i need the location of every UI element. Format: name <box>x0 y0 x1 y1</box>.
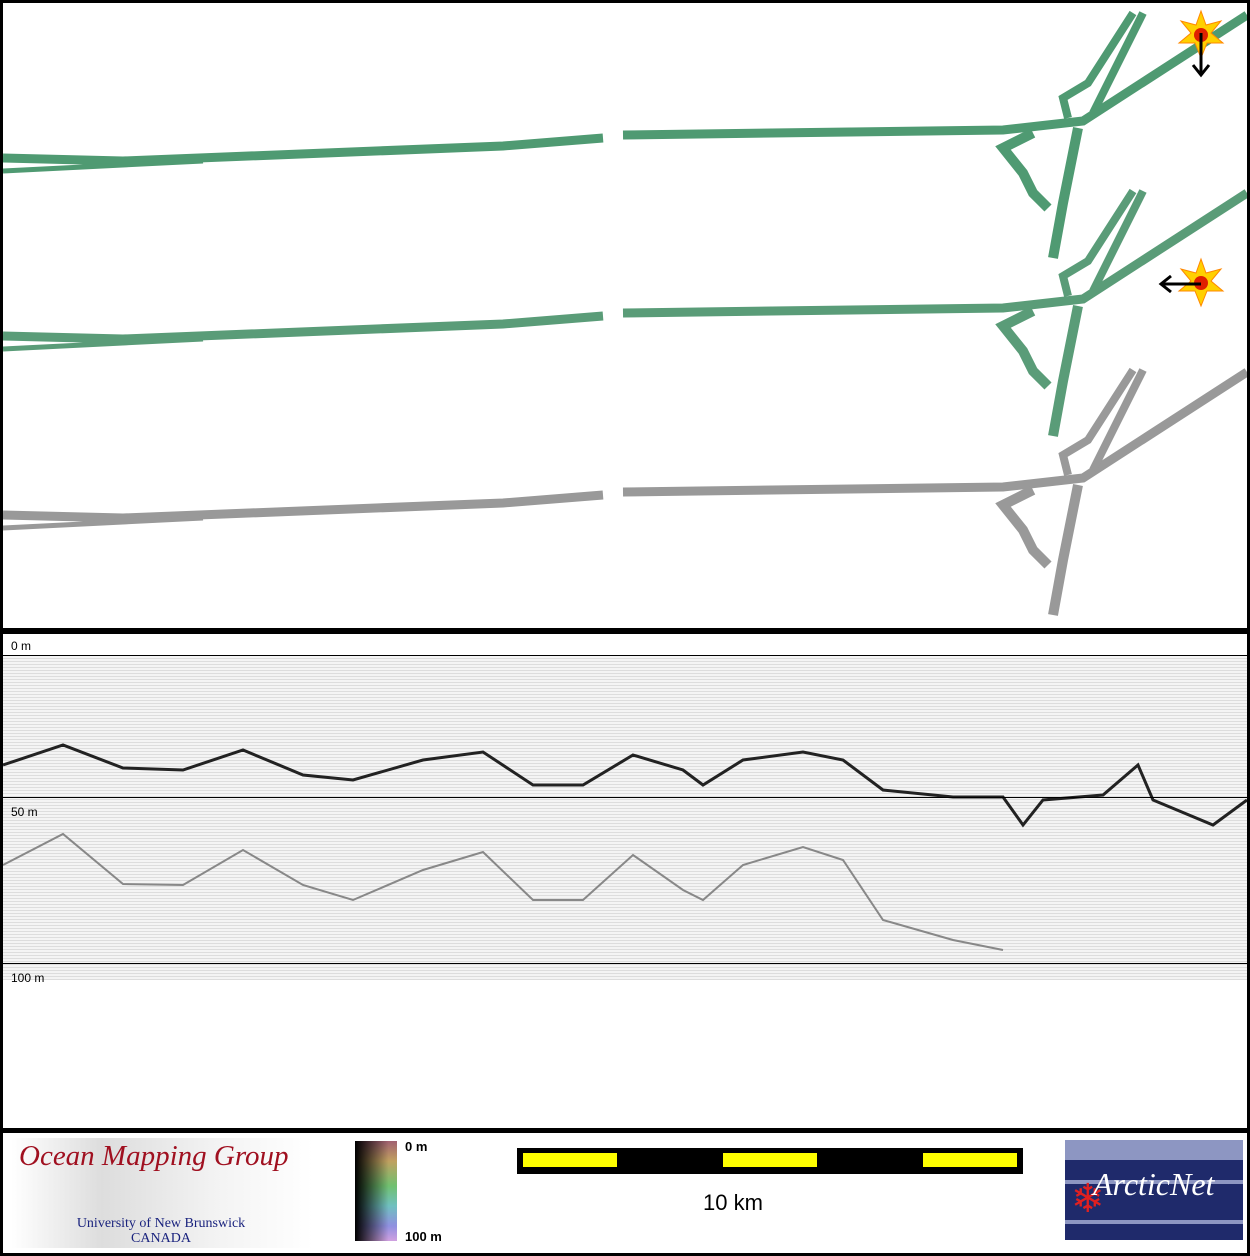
scale-bar <box>517 1148 1023 1174</box>
logo-title: Ocean Mapping Group <box>19 1140 289 1172</box>
profile-echogram <box>3 655 1247 980</box>
maple-leaf-icon: ❄ <box>1071 1177 1105 1221</box>
depth-line-0 <box>3 655 1247 656</box>
arcticnet-text: ArcticNet <box>1093 1166 1215 1202</box>
depth-label-50: 50 m <box>11 805 38 819</box>
logo-subtitle: University of New Brunswick <box>76 1216 246 1231</box>
sun-icon-east <box>1158 257 1225 308</box>
depth-profile-panel: 0 m 50 m 100 m <box>3 634 1247 1128</box>
colorbar-top-label: 0 m <box>405 1139 428 1154</box>
sun-icon-north <box>1177 9 1225 78</box>
seafloor-trace <box>3 743 1247 828</box>
profile-traces <box>3 743 1247 951</box>
ocean-mapping-group-logo: Ocean Mapping Group University of New Br… <box>11 1138 313 1248</box>
colorbar-bottom-label: 100 m <box>405 1229 442 1244</box>
depth-line-100 <box>3 963 1247 964</box>
seafloor-multiple <box>3 832 1004 951</box>
arcticnet-logo: ❄ ArcticNet <box>1065 1140 1243 1240</box>
depth-colorbar <box>355 1141 397 1241</box>
swath-map <box>3 3 1247 628</box>
depth-label-100: 100 m <box>11 971 45 985</box>
legend-panel: Ocean Mapping Group University of New Br… <box>3 1133 1247 1253</box>
scale-label: 10 km <box>703 1190 763 1215</box>
logo-country: CANADA <box>131 1231 191 1246</box>
depth-line-50 <box>3 797 1247 798</box>
swath-colored-sun-north <box>3 13 1247 258</box>
swath-map-panel <box>3 3 1247 628</box>
depth-label-0: 0 m <box>11 639 32 653</box>
